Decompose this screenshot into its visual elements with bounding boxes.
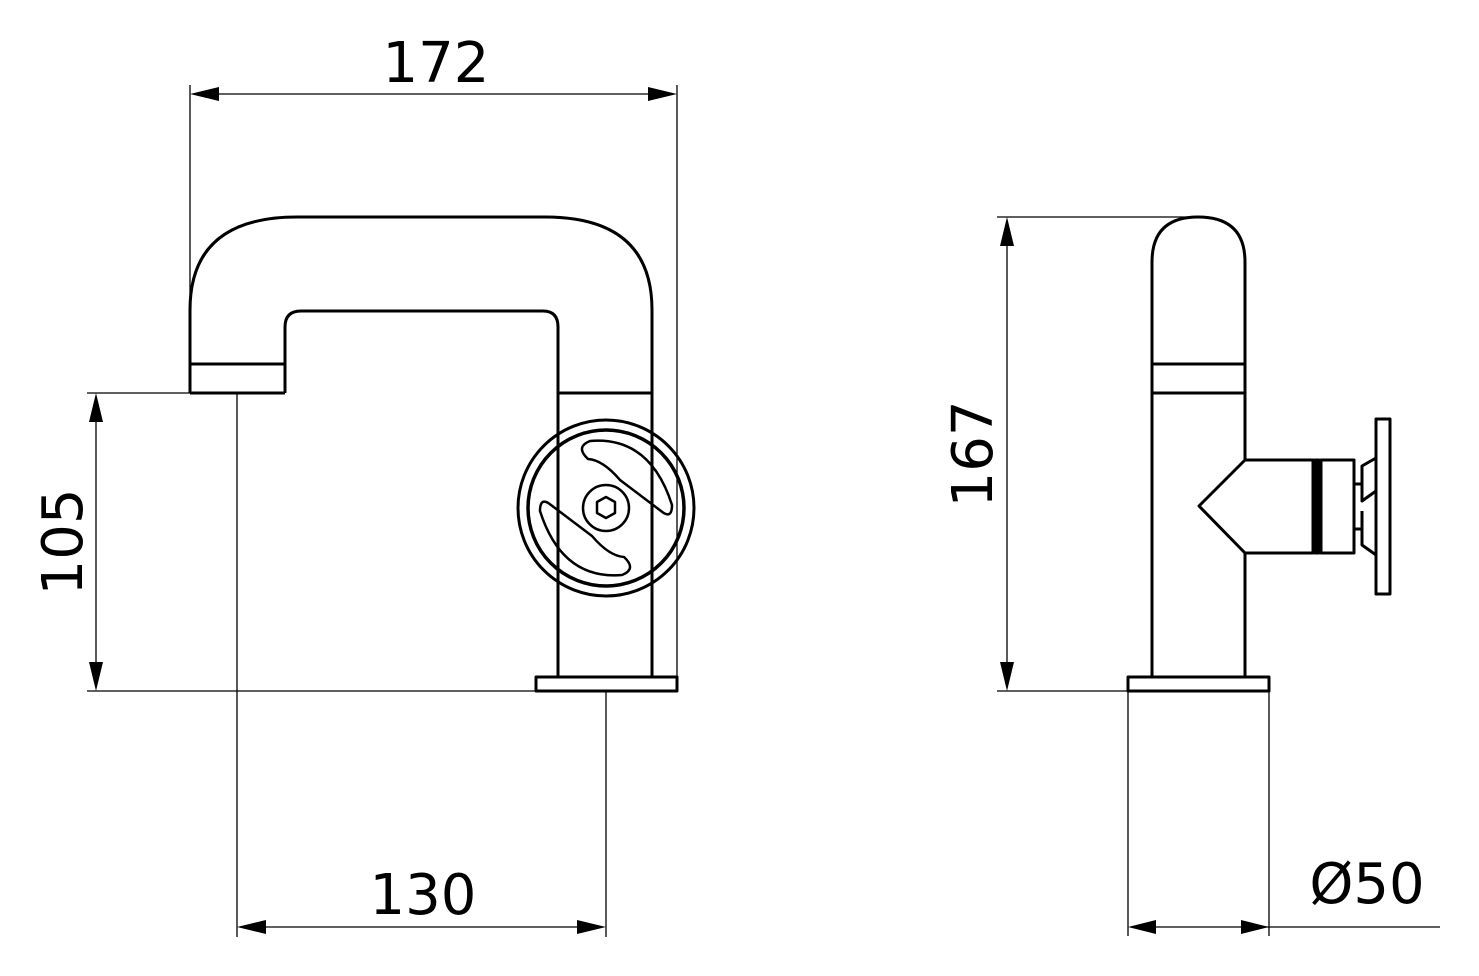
dim-label-167: 167	[941, 401, 1006, 508]
side-column	[1150, 215, 1247, 677]
dim-label-105: 105	[31, 489, 96, 596]
wheel-handle	[516, 418, 696, 598]
dimension-overall-height: 167	[941, 216, 1198, 692]
front-view	[188, 215, 696, 693]
dim-label-diameter-50: Ø50	[1309, 852, 1424, 917]
valve-cap	[1319, 458, 1356, 555]
dim-label-130: 130	[370, 863, 477, 928]
dimension-overall-width: 172	[189, 31, 678, 691]
valve-body	[1197, 458, 1315, 555]
body-column	[556, 393, 654, 677]
handle-wheel-side	[1374, 417, 1392, 596]
dimension-outlet-projection: 130	[236, 393, 607, 937]
side-view	[1126, 215, 1392, 693]
handle-stem	[1354, 456, 1377, 557]
base-flange	[534, 675, 679, 693]
spout-outline	[188, 215, 654, 395]
side-base-flange	[1126, 675, 1271, 693]
dim-label-172: 172	[383, 31, 490, 96]
dimension-spout-height: 105	[31, 392, 536, 692]
dimension-base-diameter: Ø50	[1127, 691, 1440, 936]
